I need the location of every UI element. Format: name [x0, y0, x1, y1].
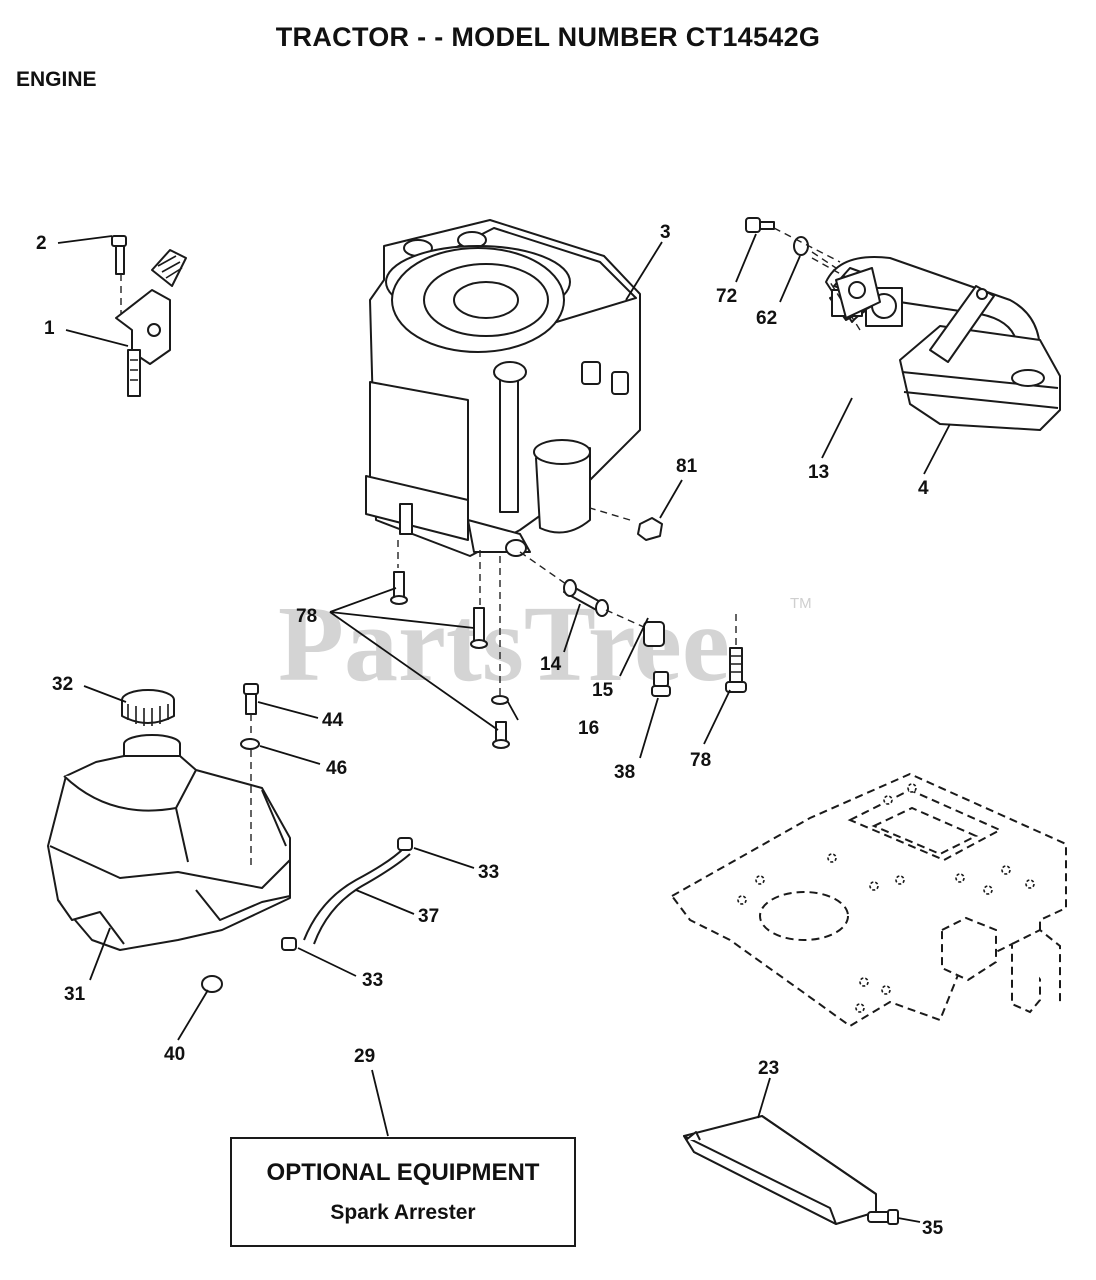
- callout-40: 40: [164, 1044, 185, 1065]
- callout-37: 37: [418, 906, 439, 927]
- optional-equipment-box: OPTIONAL EQUIPMENT Spark Arrester: [230, 1137, 576, 1247]
- fuel-line-assembly: [281, 837, 413, 951]
- callout-4: 4: [918, 478, 929, 499]
- callout-33a: 33: [478, 862, 499, 883]
- leader-lines: [57, 233, 951, 1223]
- callout-13: 13: [808, 462, 829, 483]
- callout-labels: 1 2 3 72 62 13 4 81 78 14 15 16 38 78 32…: [36, 222, 944, 1239]
- fuel-tank-assembly: [47, 683, 291, 993]
- throttle-control-assembly: [111, 235, 187, 397]
- heat-shield: [683, 1115, 899, 1225]
- callout-2: 2: [36, 233, 47, 254]
- tractor-frame: [670, 772, 1067, 1028]
- callout-46: 46: [326, 758, 347, 779]
- engine-assembly: [365, 219, 641, 700]
- section-label: ENGINE: [16, 68, 97, 91]
- muffler-assembly: [745, 217, 1061, 431]
- callout-31: 31: [64, 984, 86, 1005]
- callout-16: 16: [578, 718, 599, 739]
- callout-14: 14: [540, 654, 562, 675]
- callout-23: 23: [758, 1058, 779, 1079]
- callout-62: 62: [756, 308, 777, 329]
- callout-78b: 78: [690, 750, 711, 771]
- optional-equipment-title: OPTIONAL EQUIPMENT: [266, 1159, 540, 1186]
- callout-15: 15: [592, 680, 614, 701]
- engine-hardware: [390, 507, 747, 749]
- callout-78a: 78: [296, 606, 317, 627]
- watermark-trademark: TM: [790, 595, 812, 612]
- callout-72: 72: [716, 286, 737, 307]
- callout-29: 29: [354, 1046, 375, 1067]
- page-title: TRACTOR - - MODEL NUMBER CT14542G: [275, 22, 821, 52]
- callout-38: 38: [614, 762, 635, 783]
- callout-1: 1: [44, 318, 55, 339]
- callout-81: 81: [676, 456, 698, 477]
- callout-3: 3: [660, 222, 671, 243]
- optional-equipment-item: Spark Arrester: [330, 1201, 476, 1224]
- callout-32: 32: [52, 674, 73, 695]
- callout-35: 35: [922, 1218, 944, 1239]
- callout-33b: 33: [362, 970, 383, 991]
- callout-44: 44: [322, 710, 344, 731]
